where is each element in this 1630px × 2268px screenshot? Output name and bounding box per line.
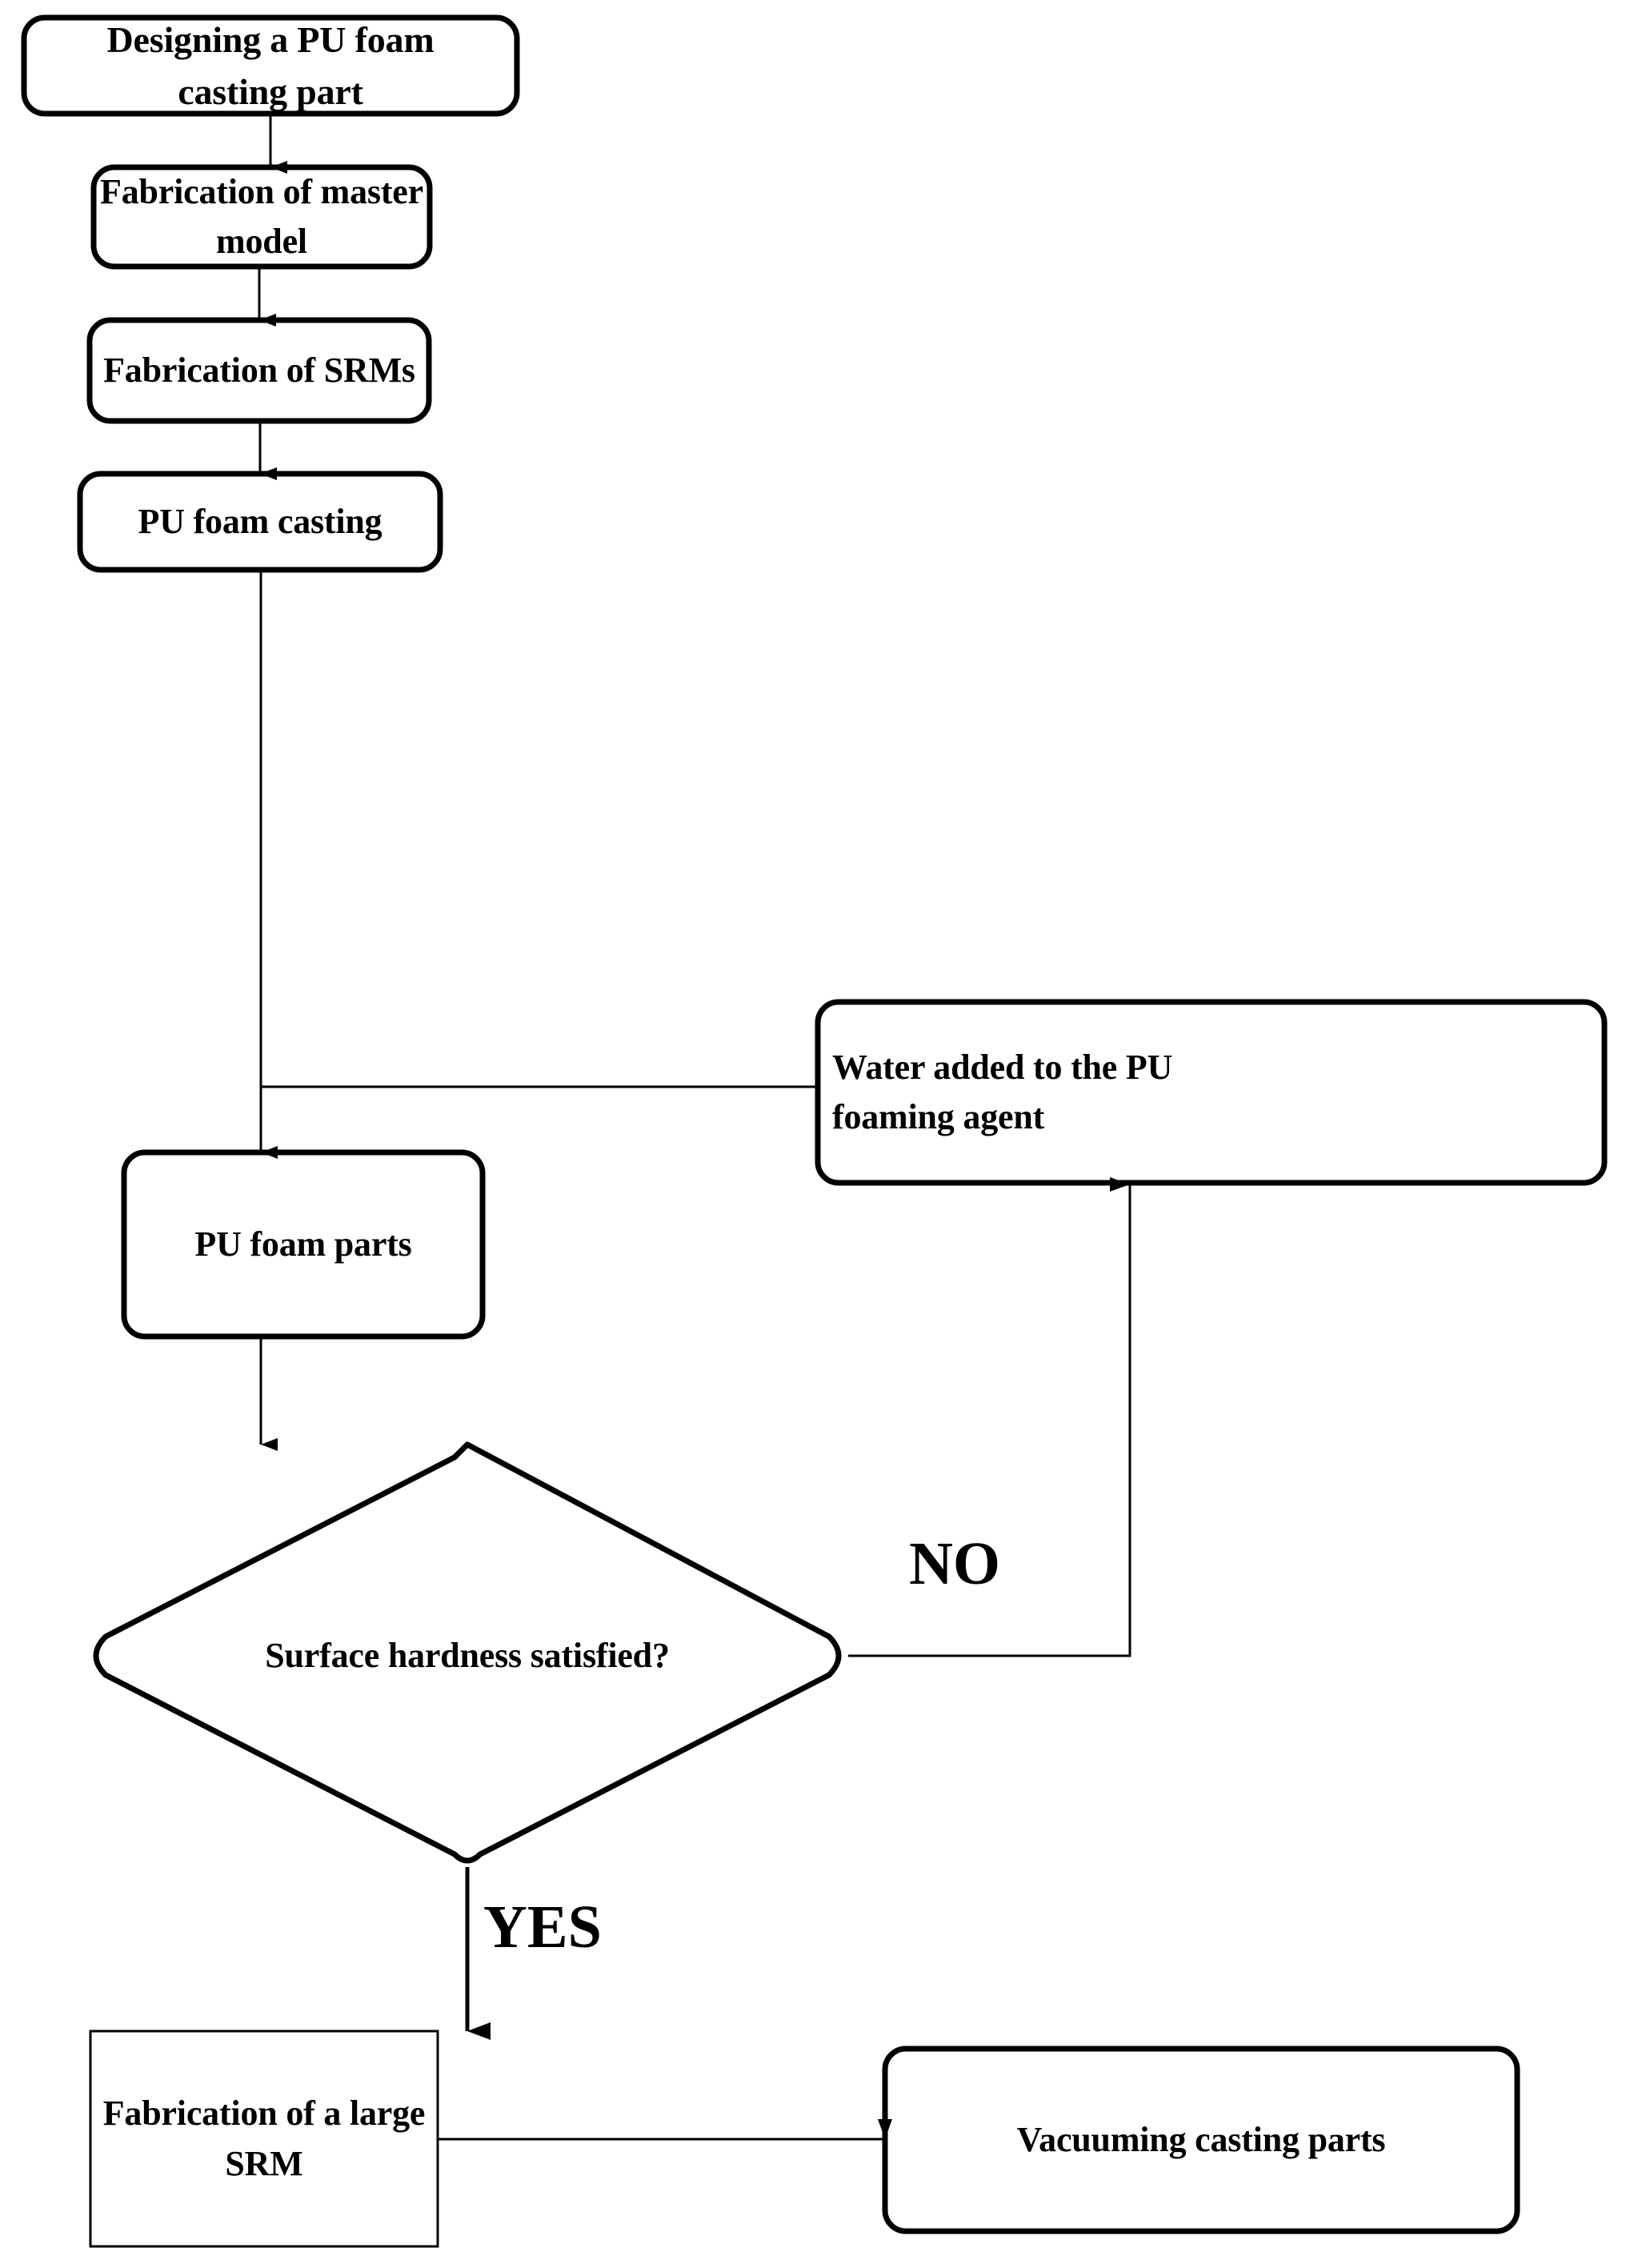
node-shape-master-model[interactable] [90, 164, 433, 270]
node-shape-vacuuming[interactable] [882, 2046, 1520, 2234]
edge-decision-no-to-water [848, 1177, 1131, 1657]
node-shape-pu-foam-casting[interactable] [77, 471, 443, 573]
node-shape-water-added[interactable] [815, 999, 1608, 1186]
node-shape-surface-hardness[interactable] [93, 1441, 842, 1864]
node-shape-design[interactable] [21, 14, 520, 117]
node-shape-srms[interactable] [86, 317, 432, 424]
node-shape-pu-foam-parts[interactable] [121, 1149, 486, 1340]
node-shape-large-srm[interactable] [89, 2030, 439, 2248]
